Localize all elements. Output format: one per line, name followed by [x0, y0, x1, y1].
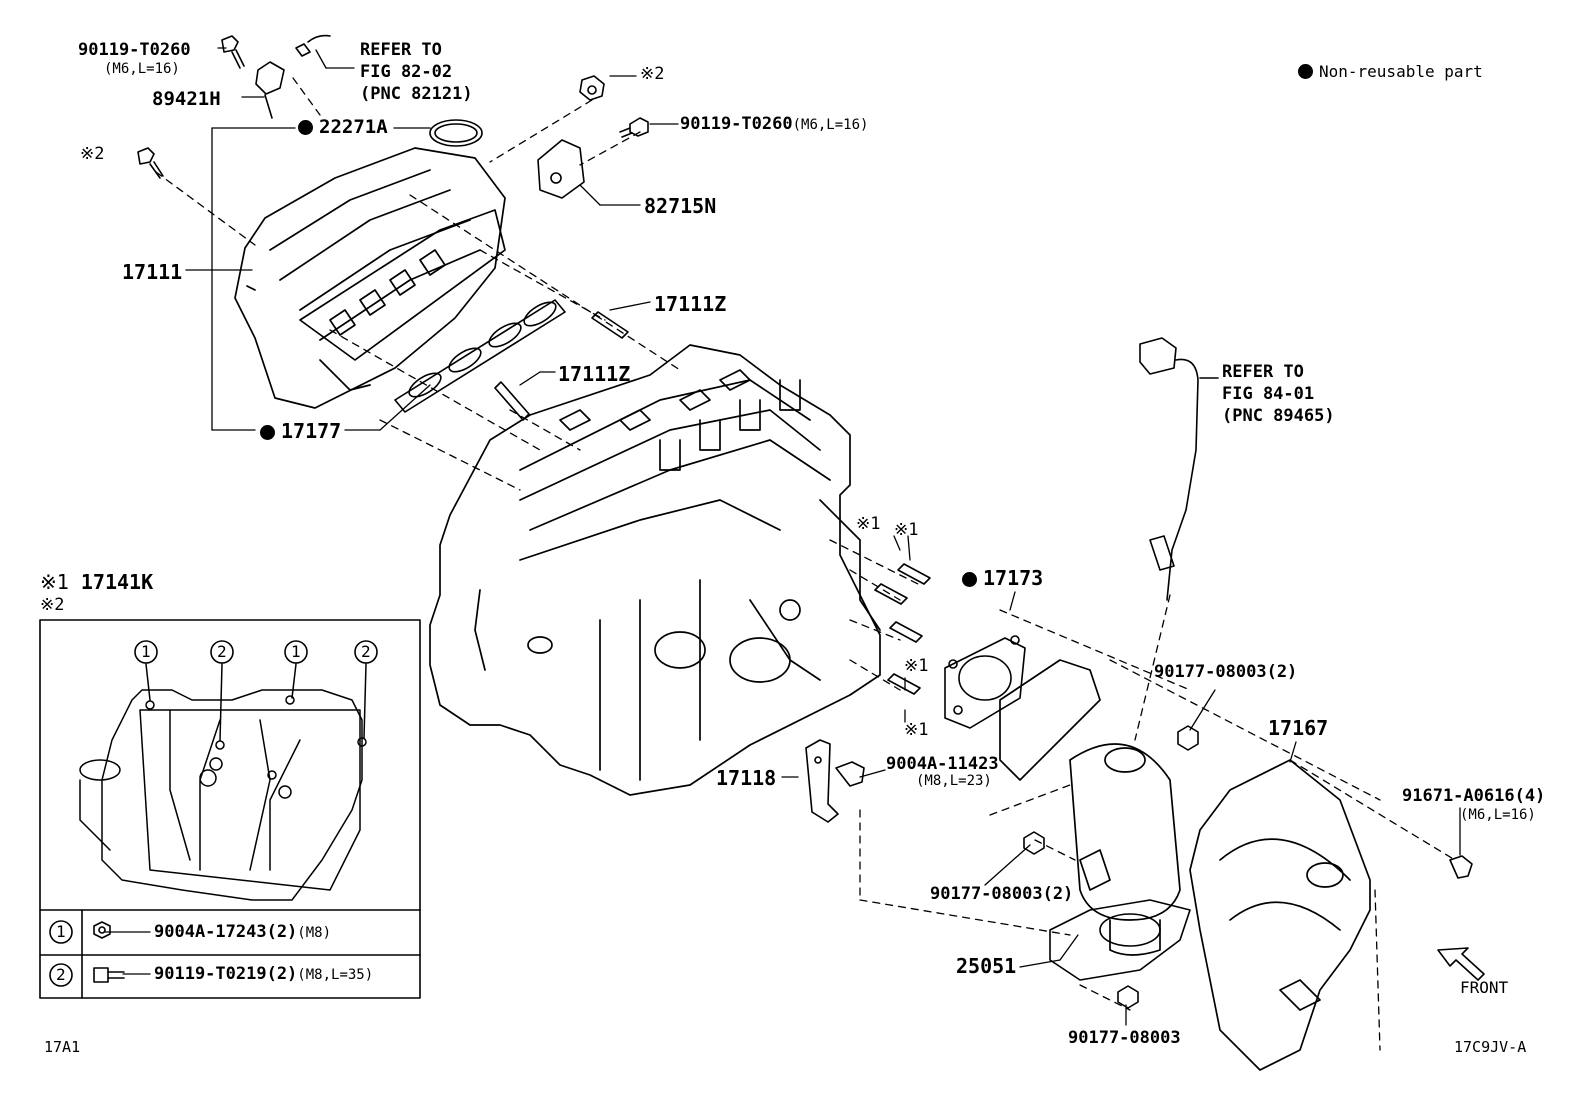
gasket-17173: [944, 635, 1026, 729]
catalytic-converter: [999, 659, 1181, 956]
note1-stud-c: ※1: [904, 656, 929, 676]
nuts-90177: [1023, 725, 1199, 1009]
label-82715N: 82715N: [644, 194, 717, 218]
label-91671: 91671-A0616(4): [1402, 786, 1546, 806]
label-90177-lower: 90177-08003: [1068, 1028, 1181, 1048]
label-25051: 25051: [956, 954, 1017, 978]
inset-note2: ※2: [40, 595, 65, 615]
label-17118: 17118: [716, 766, 777, 790]
inset-marker-1b: 1: [291, 642, 301, 661]
bolt-91671: [1449, 855, 1473, 879]
sensor-89421H: [255, 34, 331, 119]
bracket-82715N: [537, 139, 585, 199]
inset-row2-index: 2: [56, 965, 66, 984]
inset-title: ※1 17141K: [40, 570, 154, 594]
refer2-line3: (PNC 89465): [1222, 406, 1335, 426]
front-arrow-icon: [1437, 947, 1485, 981]
label-22271A: 22271A: [298, 118, 388, 137]
engine-block: [429, 344, 881, 796]
bracket-17118: [805, 739, 839, 823]
label-17173: 17173: [962, 568, 1043, 588]
inset-row1-part: 9004A-17243(2)(M8): [154, 922, 332, 942]
label-90119-top: 90119-T0260: [78, 40, 191, 60]
assembly-lines: [155, 77, 1456, 1051]
note2-bolt: ※2: [80, 144, 105, 164]
refer2-line1: REFER TO: [1222, 362, 1304, 382]
footer-left-code: 17A1: [44, 1038, 81, 1056]
spec-91671: (M6,L=16): [1460, 807, 1536, 823]
non-reusable-dot-icon: [1298, 64, 1313, 79]
leader-lines: [104, 47, 1461, 1026]
label-17167: 17167: [1268, 716, 1329, 740]
label-89421H: 89421H: [152, 88, 221, 110]
label-90119-right: 90119-T0260(M6,L=16): [680, 114, 869, 134]
note1-stud-b: ※1: [894, 520, 919, 540]
label-9004A: 9004A-11423: [886, 754, 999, 774]
legend: Non-reusable part: [1298, 62, 1483, 81]
refer1-line3: (PNC 82121): [360, 84, 473, 104]
note1-stud-a: ※1: [856, 514, 881, 534]
label-90177-middle: 90177-08003(2): [930, 884, 1074, 904]
bolt-90119-right: [619, 117, 649, 138]
non-reusable-dot-icon: [962, 572, 977, 587]
inset-marker-2a: 2: [217, 642, 227, 661]
refer1-line1: REFER TO: [360, 40, 442, 60]
footer-right-code: 17C9JV-A: [1454, 1038, 1527, 1056]
spec-90119-top: (M6,L=16): [104, 61, 180, 77]
note1-stud-d: ※1: [904, 720, 929, 740]
oxygen-sensor: [1139, 337, 1219, 601]
bolt-9004A: [835, 761, 865, 787]
gasket-17177: [394, 299, 566, 413]
studs-17111Z: [494, 311, 629, 421]
gasket-22271A: [429, 119, 483, 147]
studs-17141K: [874, 563, 931, 695]
label-17111Z-upper: 17111Z: [654, 292, 727, 316]
nut-note2-top: [579, 75, 605, 101]
gasket-25051: [1049, 899, 1191, 981]
inset-circle-markers: [49, 640, 378, 987]
inset-row2-part: 90119-T0219(2)(M8,L=35): [154, 964, 374, 984]
non-reusable-dot-icon: [260, 425, 275, 440]
inset-box: [39, 619, 421, 999]
bolt-left-note2: [137, 147, 164, 179]
spec-9004A: (M8,L=23): [916, 773, 992, 789]
bolt-90119-top: [221, 35, 245, 69]
inset-fasteners: [93, 921, 125, 983]
inset-marker-1a: 1: [141, 642, 151, 661]
refer1-line2: FIG 82-02: [360, 62, 453, 82]
legend-label: Non-reusable part: [1319, 62, 1483, 81]
label-17111: 17111: [122, 260, 183, 284]
inset-marker-2b: 2: [361, 642, 371, 661]
label-90177-upper: 90177-08003(2): [1154, 662, 1298, 682]
label-17177: 17177: [260, 421, 341, 441]
intake-manifold-17111: [234, 147, 506, 409]
non-reusable-dot-icon: [298, 120, 313, 135]
heat-insulator-17167: [1189, 759, 1371, 1071]
label-17111Z-lower: 17111Z: [558, 362, 631, 386]
refer2-line2: FIG 84-01: [1222, 384, 1315, 404]
inset-manifold: [79, 663, 367, 901]
note2-nut: ※2: [640, 64, 665, 84]
front-label: FRONT: [1460, 978, 1509, 997]
inset-row1-index: 1: [56, 922, 66, 941]
